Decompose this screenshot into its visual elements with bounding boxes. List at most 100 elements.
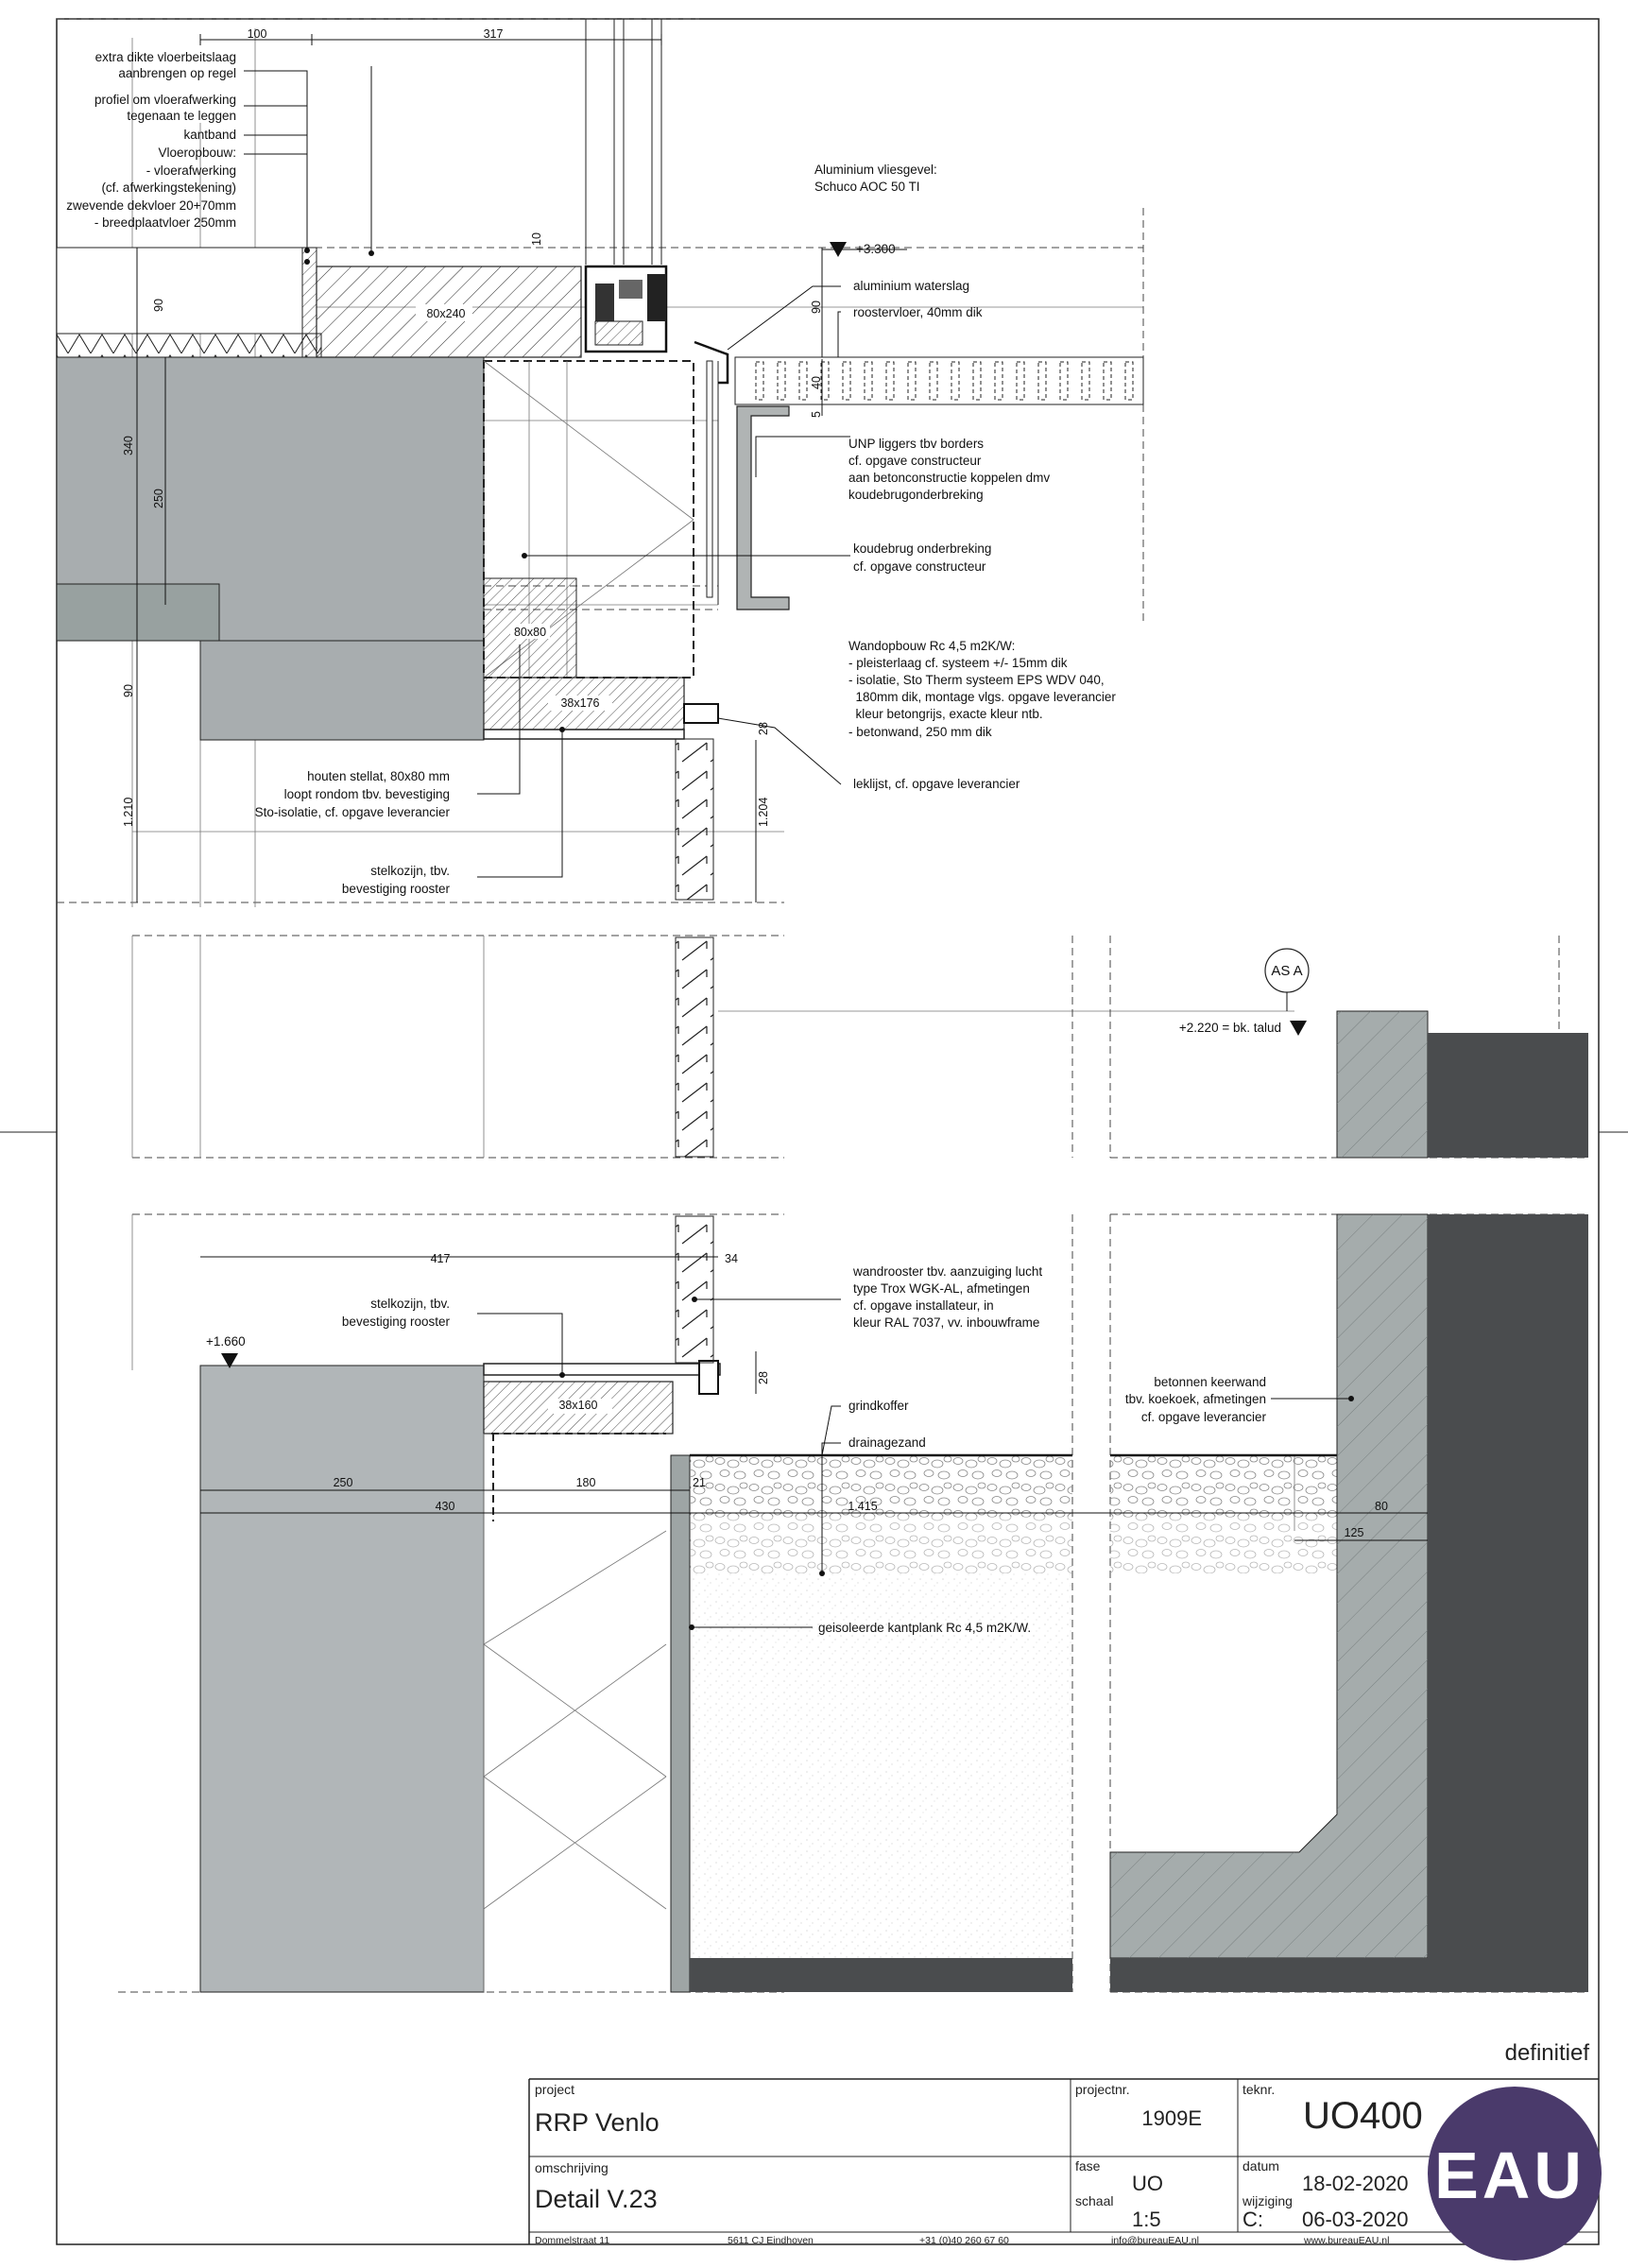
insulation-diagonals-lower xyxy=(483,1434,667,1992)
svg-text:cf. opgave leverancier: cf. opgave leverancier xyxy=(1141,1410,1267,1424)
svg-text:180: 180 xyxy=(576,1476,596,1489)
svg-text:betonnen keerwand: betonnen keerwand xyxy=(1154,1375,1266,1389)
level-marker-talud xyxy=(1290,1021,1307,1036)
svg-text:417: 417 xyxy=(431,1252,451,1265)
tb-web: www.bureauEAU.nl xyxy=(1303,2235,1389,2246)
wall-grille-lower xyxy=(675,1215,714,1364)
svg-text:UNP liggers tbv borders: UNP liggers tbv borders xyxy=(848,437,984,451)
grating-bar xyxy=(755,361,764,401)
leklijst-profile xyxy=(683,703,719,724)
svg-text:- vloerafwerking: - vloerafwerking xyxy=(146,163,236,178)
svg-text:loopt rondom tbv. bevestiging: loopt rondom tbv. bevestiging xyxy=(284,787,450,801)
level-bottom-label: +1.660 xyxy=(206,1334,246,1349)
tb-schaal: 1:5 xyxy=(1132,2208,1161,2231)
tb-datum: 18-02-2020 xyxy=(1302,2172,1409,2195)
tb-project-caption: project xyxy=(535,2082,574,2097)
grating-bar xyxy=(1103,361,1112,401)
eau-logo xyxy=(1428,2087,1602,2260)
tb-wijziging-code: C: xyxy=(1242,2208,1263,2231)
svg-text:cf. opgave installateur, in: cf. opgave installateur, in xyxy=(853,1298,994,1313)
svg-text:zwevende dekvloer 20+70mm: zwevende dekvloer 20+70mm xyxy=(66,198,236,213)
callout-kantband: kantband xyxy=(183,128,236,142)
leader-lines xyxy=(244,66,1354,1630)
svg-text:100: 100 xyxy=(248,27,267,41)
tb-address: Dommelstraat 11 xyxy=(535,2235,609,2246)
svg-text:bevestiging rooster: bevestiging rooster xyxy=(342,1314,451,1329)
grating-bar xyxy=(1037,361,1047,401)
svg-text:1.210: 1.210 xyxy=(122,798,135,827)
svg-text:bevestiging rooster: bevestiging rooster xyxy=(342,882,451,896)
svg-text:80x80: 80x80 xyxy=(514,626,546,639)
svg-text:kleur betongrijs, exacte kleur: kleur betongrijs, exacte kleur ntb. xyxy=(848,707,1043,721)
svg-text:Aluminium vliesgevel:: Aluminium vliesgevel: xyxy=(814,163,937,177)
callout-keerwand: betonnen keerwand tbv. koekoek, afmeting… xyxy=(1125,1375,1267,1424)
tb-wijziging-caption: wijziging xyxy=(1242,2193,1293,2208)
eau-logo-text: EAU xyxy=(1434,2139,1585,2212)
svg-text:28: 28 xyxy=(757,1371,770,1384)
grating-bar xyxy=(885,361,895,401)
level-talud-label: +2.220 = bk. talud xyxy=(1179,1021,1281,1035)
tb-projectnr: 1909E xyxy=(1141,2106,1202,2130)
svg-text:- isolatie, Sto Therm systeem: - isolatie, Sto Therm systeem EPS WDV 04… xyxy=(848,673,1105,687)
tb-tekennr: UO400 xyxy=(1303,2095,1423,2137)
grating-bar xyxy=(907,361,917,401)
callout-vloeropbouw: Vloeropbouw: - vloerafwerking (cf. afwer… xyxy=(66,146,236,230)
concrete-wall-lower xyxy=(199,1365,485,1993)
svg-text:125: 125 xyxy=(1345,1526,1364,1539)
svg-text:tegenaan te leggen: tegenaan te leggen xyxy=(127,109,236,123)
svg-text:38x176: 38x176 xyxy=(560,696,599,710)
unp-beam xyxy=(736,405,790,610)
svg-text:cf. opgave constructeur: cf. opgave constructeur xyxy=(848,454,982,468)
tb-email: info@bureauEAU.nl xyxy=(1111,2235,1199,2246)
status-label: definitief xyxy=(1505,2040,1590,2066)
grating-bar xyxy=(1124,361,1134,401)
svg-text:Schuco AOC 50 TI: Schuco AOC 50 TI xyxy=(814,180,920,194)
callout-vliesgevel: Aluminium vliesgevel: Schuco AOC 50 TI xyxy=(814,163,937,194)
tb-tekennr-caption: teknr. xyxy=(1242,2082,1275,2097)
upper-detail xyxy=(56,18,1144,907)
callout-roostervloer: roostervloer, 40mm dik xyxy=(853,305,983,319)
svg-text:28: 28 xyxy=(757,722,770,735)
kantband-strip xyxy=(301,247,317,358)
tb-schaal-caption: schaal xyxy=(1075,2193,1113,2208)
dimension-labels: 100 317 10 90 80x240 90 40 5 340 250 80x… xyxy=(122,27,1388,1539)
svg-text:1.204: 1.204 xyxy=(757,798,770,827)
floor-insulation-strip xyxy=(56,333,322,358)
svg-text:koudebrugonderbreking: koudebrugonderbreking xyxy=(848,488,984,502)
svg-text:5: 5 xyxy=(810,411,823,418)
svg-text:extra dikte vloerbeitslaag: extra dikte vloerbeitslaag xyxy=(95,50,236,64)
svg-text:cf. opgave constructeur: cf. opgave constructeur xyxy=(853,559,986,574)
concrete-beam xyxy=(199,640,485,741)
grating-bar xyxy=(1016,361,1025,401)
tb-datum-caption: datum xyxy=(1242,2158,1279,2174)
svg-text:Vloeropbouw:: Vloeropbouw: xyxy=(158,146,236,160)
svg-text:Wandopbouw Rc 4,5 m2K/W:: Wandopbouw Rc 4,5 m2K/W: xyxy=(848,639,1015,653)
tb-fase: UO xyxy=(1132,2172,1163,2195)
tb-fase-caption: fase xyxy=(1075,2158,1101,2174)
level-marker-bottom xyxy=(221,1353,238,1368)
timber-board-top xyxy=(483,1363,721,1376)
svg-text:21: 21 xyxy=(693,1476,706,1489)
svg-text:40: 40 xyxy=(810,376,823,389)
tb-city: 5611 CJ Eindhoven xyxy=(728,2235,814,2246)
svg-text:- pleisterlaag cf. systeem +/-: - pleisterlaag cf. systeem +/- 15mm dik xyxy=(848,656,1068,670)
svg-text:Sto-isolatie, cf. opgave lever: Sto-isolatie, cf. opgave leverancier xyxy=(255,805,451,819)
svg-text:aanbrengen op regel: aanbrengen op regel xyxy=(118,66,236,80)
tb-omschrijving: Detail V.23 xyxy=(535,2185,658,2213)
svg-text:34: 34 xyxy=(725,1252,738,1265)
title-block: project RRP Venlo projectnr. 1909E teknr… xyxy=(528,2078,1602,2260)
callout-stelkozijn-lower: stelkozijn, tbv. bevestiging rooster xyxy=(342,1297,451,1329)
svg-text:profiel om vloerafwerking: profiel om vloerafwerking xyxy=(94,93,236,107)
grating-bar xyxy=(777,361,786,401)
svg-text:38x160: 38x160 xyxy=(558,1399,597,1412)
timber-board-lower xyxy=(483,729,685,740)
floor-screed xyxy=(56,247,317,335)
svg-text:340: 340 xyxy=(122,436,135,455)
callout-waterslag: aluminium waterslag xyxy=(853,279,969,293)
middle-detail xyxy=(131,935,1588,1159)
callout-drainagezand: drainagezand xyxy=(848,1435,926,1450)
svg-text:430: 430 xyxy=(436,1500,455,1513)
wall-grille-upper xyxy=(675,738,714,901)
tb-omschrijving-caption: omschrijving xyxy=(535,2160,608,2175)
